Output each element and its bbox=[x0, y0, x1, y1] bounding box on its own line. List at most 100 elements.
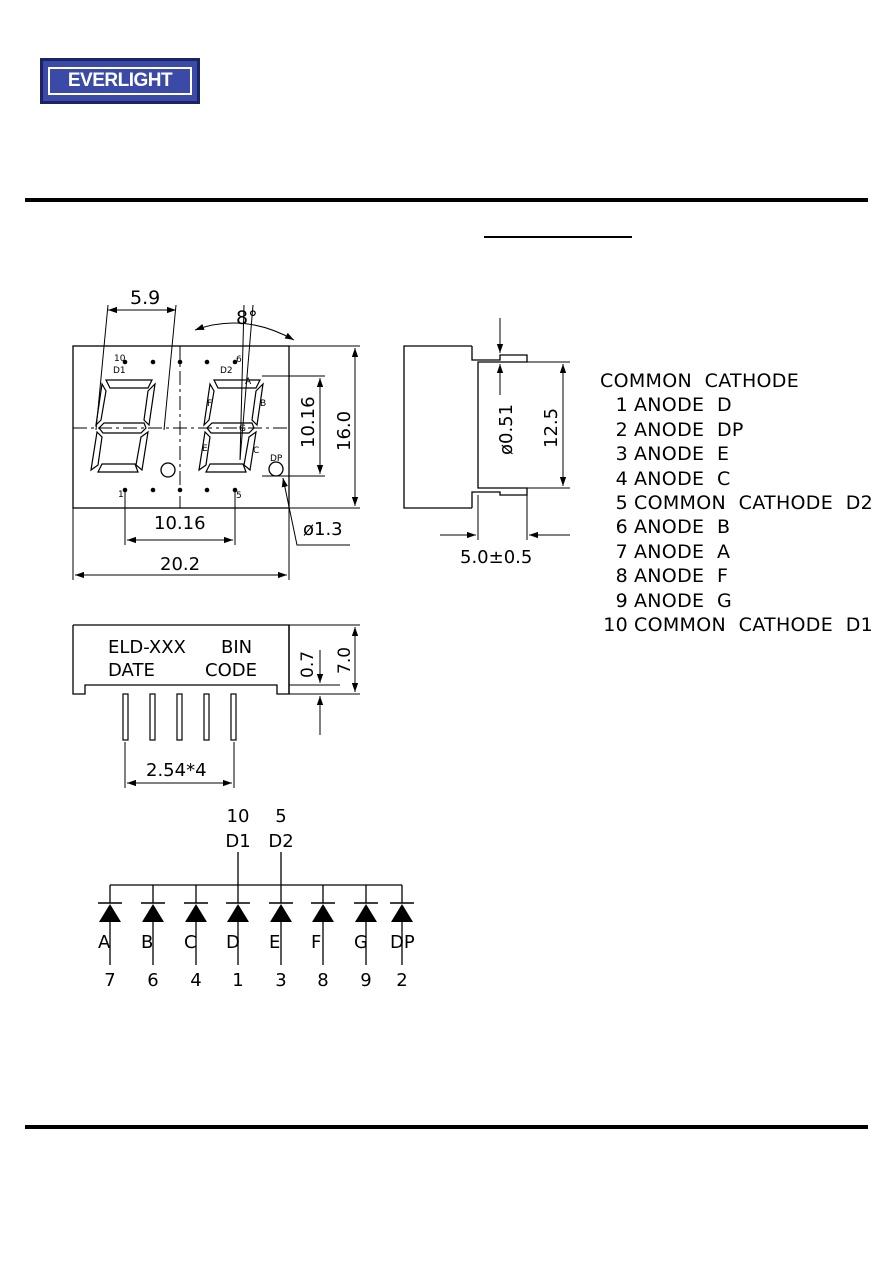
diode-segment-label: F bbox=[311, 932, 321, 953]
marking-code: CODE bbox=[205, 660, 257, 681]
pin-label-d2: D2 bbox=[220, 366, 233, 376]
marking-bin: BIN bbox=[221, 637, 252, 658]
pin-list-header: COMMON CATHODE bbox=[600, 370, 800, 392]
pin-list-row: 8 ANODE F bbox=[600, 564, 873, 588]
side-view bbox=[403, 318, 570, 540]
pin-number: 4 bbox=[615, 467, 628, 490]
diode-segment-label: D bbox=[226, 932, 240, 953]
diode-pin-number: 6 bbox=[147, 970, 158, 991]
dim-pin-length: 12.5 bbox=[541, 408, 562, 448]
pin-list-row: 9 ANODE G bbox=[600, 589, 873, 613]
dim-thickness: 7.0 bbox=[335, 647, 355, 674]
dim-height: 10.16 bbox=[298, 396, 319, 448]
diode-symbol bbox=[312, 904, 334, 922]
pin-function: ANODE B bbox=[634, 516, 731, 539]
everlight-logo: EVERLIGHT bbox=[40, 58, 200, 104]
pin-dots bbox=[122, 359, 238, 493]
pin-label-10: 10 bbox=[114, 354, 126, 364]
segment-label-c: C bbox=[253, 446, 259, 456]
common-name: D1 bbox=[225, 831, 250, 852]
diode-pin-number: 7 bbox=[104, 970, 115, 991]
dim-offset: 5.0±0.5 bbox=[460, 547, 532, 568]
logo-frame: EVERLIGHT bbox=[48, 67, 192, 95]
pin-list-row: 7 ANODE A bbox=[600, 540, 873, 564]
pin-list-row: 2 ANODE DP bbox=[600, 418, 873, 442]
pin-function: COMMON CATHODE D2 bbox=[634, 492, 874, 515]
dim-digit-width: 5.9 bbox=[130, 287, 160, 309]
pin-function: ANODE C bbox=[634, 467, 731, 490]
pin-number: 9 bbox=[615, 589, 628, 612]
diode-pin-number: 9 bbox=[360, 970, 371, 991]
segment-label-a: A bbox=[245, 377, 252, 387]
diode-pin-number: 2 bbox=[396, 970, 407, 991]
pin-number: 6 bbox=[615, 516, 628, 539]
dp-1 bbox=[160, 462, 176, 478]
diode-symbol bbox=[270, 904, 292, 922]
diode-segment-label: A bbox=[98, 932, 111, 953]
diode-symbol bbox=[227, 904, 249, 922]
pin-number: 3 bbox=[615, 443, 628, 466]
pin-function: ANODE G bbox=[634, 589, 733, 612]
pin-list-row: 10 COMMON CATHODE D1 bbox=[600, 613, 873, 637]
diode-symbol bbox=[99, 904, 121, 922]
digit-2 bbox=[198, 379, 264, 473]
front-view bbox=[72, 304, 360, 580]
bottom-view bbox=[72, 624, 360, 788]
pin-number: 7 bbox=[615, 540, 628, 563]
dp-2 bbox=[268, 461, 284, 477]
pin-function: ANODE E bbox=[634, 443, 730, 466]
pin-label-5: 5 bbox=[236, 491, 242, 501]
pin-function: ANODE D bbox=[634, 394, 732, 417]
segment-label-f: F bbox=[207, 399, 212, 409]
diode-pin-number: 3 bbox=[275, 970, 286, 991]
dim-pin-span: 10.16 bbox=[154, 513, 206, 534]
bottom-rule bbox=[25, 1125, 868, 1129]
diode-pin-number: 4 bbox=[190, 970, 201, 991]
common-name: D2 bbox=[268, 831, 293, 852]
diode-pin-number: 1 bbox=[232, 970, 243, 991]
diode-segment-label: C bbox=[184, 932, 197, 953]
dim-overall-width: 20.2 bbox=[160, 554, 200, 575]
dim-pin-diameter: ø0.51 bbox=[496, 404, 517, 455]
segment-label-b: B bbox=[260, 399, 266, 409]
diode-symbol bbox=[391, 904, 413, 922]
brand-name: EVERLIGHT bbox=[67, 70, 173, 91]
pin-list-row: 3 ANODE E bbox=[600, 442, 873, 466]
pin-list-row: 1 ANODE D bbox=[600, 393, 873, 417]
pin-function: ANODE F bbox=[634, 565, 729, 588]
pin-list-row: 4 ANODE C bbox=[600, 467, 873, 491]
segment-label-e: E bbox=[202, 444, 208, 454]
pin-function: COMMON CATHODE D1 bbox=[634, 614, 874, 637]
digit-1 bbox=[90, 379, 156, 473]
pin-list-row: 6 ANODE B bbox=[600, 515, 873, 539]
diode-segment-label: G bbox=[354, 932, 368, 953]
pin-number: 2 bbox=[615, 418, 628, 441]
pin-label-6: 6 bbox=[236, 355, 242, 365]
dim-standoff: 0.7 bbox=[298, 651, 318, 678]
pin-label-1: 1 bbox=[118, 490, 124, 500]
pin-function: ANODE A bbox=[634, 540, 731, 563]
diode-symbol bbox=[355, 904, 377, 922]
pin-function: ANODE DP bbox=[634, 418, 744, 441]
pin-number: 10 bbox=[603, 614, 628, 637]
dim-dp-diameter: ø1.3 bbox=[303, 519, 343, 540]
top-rule bbox=[25, 198, 868, 202]
diode-pin-number: 8 bbox=[317, 970, 328, 991]
title-underline bbox=[484, 236, 632, 238]
pin-number: 1 bbox=[615, 394, 628, 417]
dim-slant: 8° bbox=[236, 307, 258, 329]
common-pin-number: 10 bbox=[227, 806, 250, 827]
pin-number: 5 bbox=[615, 492, 628, 515]
display-body bbox=[72, 345, 290, 509]
diode-segment-label: DP bbox=[390, 932, 415, 953]
marking-date: DATE bbox=[108, 660, 155, 681]
segment-label-g: G bbox=[239, 424, 246, 434]
marking-part: ELD-XXX bbox=[108, 637, 186, 658]
diode-segment-label: E bbox=[269, 932, 280, 953]
dp-label: DP bbox=[270, 454, 283, 464]
dim-overall-height: 16.0 bbox=[334, 411, 355, 451]
diode-segment-label: B bbox=[141, 932, 153, 953]
pin-number: 8 bbox=[615, 565, 628, 588]
